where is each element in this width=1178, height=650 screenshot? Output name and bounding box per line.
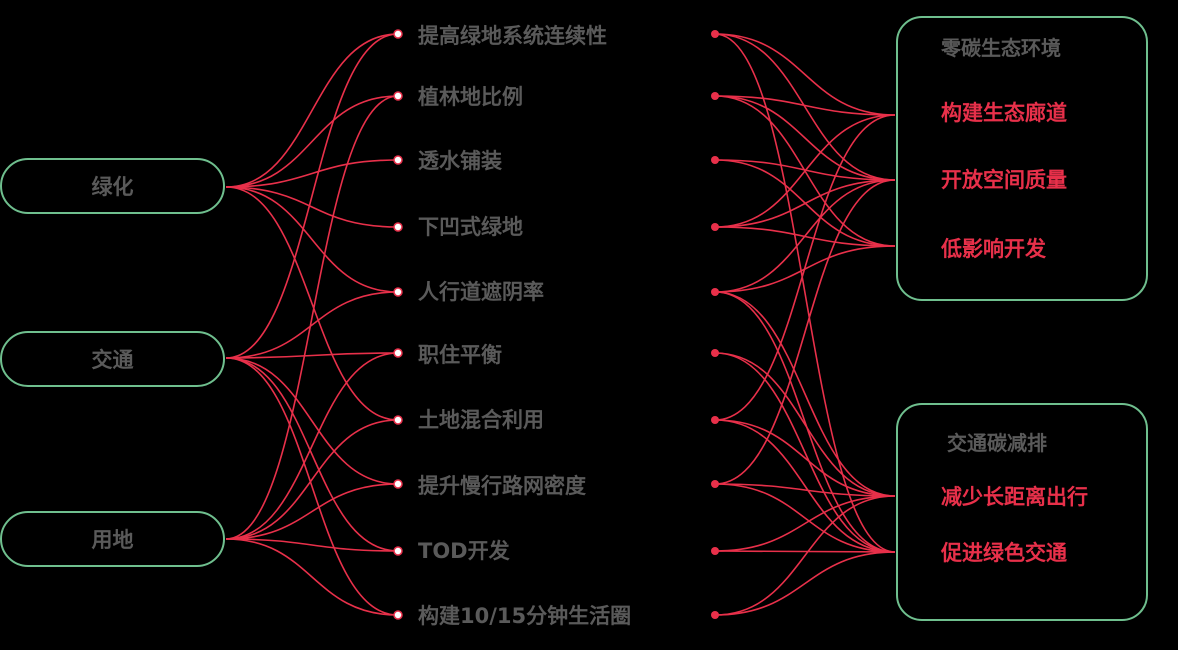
link-measure-goal: [714, 33, 896, 116]
link-measure-goal: [714, 551, 896, 616]
category-greening: 绿化: [0, 158, 225, 214]
measure-left-dot: [393, 91, 403, 101]
measure-tod: TOD开发: [418, 539, 510, 563]
link-measure-goal: [714, 291, 896, 497]
measure-left-dot: [393, 348, 403, 358]
link-measure-goal: [714, 179, 896, 228]
measure-right-dot: [711, 480, 719, 488]
link-category-measure: [225, 357, 399, 485]
link-measure-goal: [714, 495, 896, 552]
link-measure-goal: [714, 179, 896, 485]
measure-right-dot: [711, 30, 719, 38]
link-category-measure: [225, 357, 399, 616]
link-measure-goal: [714, 550, 896, 553]
link-measure-goal: [714, 419, 896, 553]
measure-slow-traffic-network: 提升慢行路网密度: [418, 474, 586, 498]
measure-right-dot: [711, 416, 719, 424]
link-category-measure: [225, 159, 399, 188]
category-land-use: 用地: [0, 511, 225, 567]
measure-left-dot: [393, 155, 403, 165]
category-transport: 交通: [0, 331, 225, 387]
link-measure-goal: [714, 33, 896, 181]
link-category-measure: [225, 538, 399, 616]
measure-forest-ratio: 植林地比例: [418, 85, 523, 109]
link-measure-goal: [714, 352, 896, 497]
link-measure-goal: [714, 483, 896, 497]
link-category-measure: [225, 95, 399, 540]
link-category-measure: [225, 352, 399, 540]
goal-group-transport: [896, 403, 1148, 621]
link-measure-goal: [714, 352, 896, 553]
link-category-measure: [225, 33, 399, 188]
link-category-measure: [225, 483, 399, 540]
measure-life-circle: 构建10/15分钟生活圈: [418, 604, 632, 628]
measure-right-dot: [711, 92, 719, 100]
goal-group-transport-title: 交通碳减排: [947, 431, 1047, 455]
link-measure-goal: [714, 179, 896, 293]
link-category-measure: [225, 419, 399, 540]
link-category-measure: [225, 291, 399, 359]
measure-left-dot: [393, 415, 403, 425]
goal-ecological-corridor: 构建生态廊道: [941, 101, 1067, 125]
link-measure-goal: [714, 33, 896, 553]
measure-left-dot: [393, 479, 403, 489]
measure-jobs-housing-balance: 职住平衡: [418, 343, 502, 367]
link-category-measure: [225, 95, 399, 188]
measure-left-dot: [393, 222, 403, 232]
link-category-measure: [225, 33, 399, 359]
measure-right-dot: [711, 288, 719, 296]
goal-open-space-quality: 开放空间质量: [941, 168, 1067, 192]
goal-group-eco-title: 零碳生态环境: [941, 36, 1061, 60]
measure-right-dot: [711, 547, 719, 555]
measure-greenspace-continuity: 提高绿地系统连续性: [418, 24, 607, 48]
measure-right-dot: [711, 156, 719, 164]
link-measure-goal: [714, 291, 896, 553]
link-category-measure: [225, 357, 399, 552]
link-measure-goal: [714, 483, 896, 553]
measure-permeable-paving: 透水铺装: [418, 149, 502, 173]
link-measure-goal: [714, 95, 896, 181]
link-category-measure: [225, 186, 399, 228]
goal-reduce-long-trips: 减少长距离出行: [941, 485, 1088, 509]
measure-left-dot: [393, 610, 403, 620]
link-category-measure: [225, 186, 399, 421]
measure-left-dot: [393, 287, 403, 297]
link-measure-goal: [714, 495, 896, 616]
measure-sunken-greenspace: 下凹式绿地: [418, 215, 523, 239]
link-measure-goal: [714, 114, 896, 421]
link-measure-goal: [714, 95, 896, 116]
measure-left-dot: [393, 546, 403, 556]
measure-left-dot: [393, 29, 403, 39]
link-category-measure: [225, 186, 399, 293]
measure-right-dot: [711, 349, 719, 357]
measure-right-dot: [711, 223, 719, 231]
link-category-measure: [225, 538, 399, 552]
link-measure-goal: [714, 419, 896, 497]
link-category-measure: [225, 352, 399, 359]
goal-green-transport: 促进绿色交通: [941, 541, 1067, 565]
measure-right-dot: [711, 611, 719, 619]
measure-mixed-land-use: 土地混合利用: [418, 408, 544, 432]
measure-sidewalk-shading: 人行道遮阴率: [418, 280, 544, 304]
link-measure-goal: [714, 114, 896, 228]
goal-low-impact-development: 低影响开发: [941, 237, 1046, 261]
goal-group-eco: [896, 16, 1148, 301]
